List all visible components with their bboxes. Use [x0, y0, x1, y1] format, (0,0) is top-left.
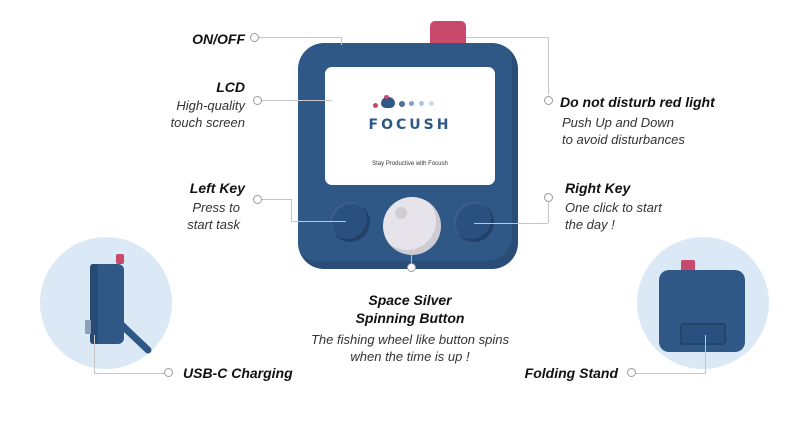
- left-key-dot: [253, 195, 262, 204]
- usbc-line-v: [94, 335, 95, 373]
- usbc-dot: [164, 368, 173, 377]
- spinning-dot: [407, 263, 416, 272]
- lcd-title: LCD: [216, 79, 245, 95]
- left-key-title: Left Key: [189, 180, 245, 196]
- on-off-title: ON/OFF: [192, 31, 245, 47]
- dnd-desc-2: to avoid disturbances: [562, 132, 685, 147]
- on-off-dot: [250, 33, 259, 42]
- right-key-desc-1: One click to start: [565, 200, 662, 215]
- spinning-desc-1: The fishing wheel like button spins: [310, 332, 509, 347]
- lcd-dot: [253, 96, 262, 105]
- left-key-desc-1: Press to: [192, 200, 240, 215]
- usbc-title: USB-C Charging: [183, 365, 293, 381]
- logo-mark-icon: [373, 95, 463, 111]
- spinning-button-nub: [395, 207, 407, 219]
- usbc-line: [94, 373, 164, 374]
- right-key-desc-2: the day !: [565, 217, 615, 232]
- left-key-desc-2: start task: [187, 217, 240, 232]
- left-key-line-v: [291, 199, 292, 221]
- on-off-line: [259, 37, 341, 38]
- right-key-line: [474, 223, 548, 224]
- right-key: [454, 202, 494, 242]
- lcd-desc-1: High-quality: [176, 98, 245, 113]
- spinning-title-2: Spinning Button: [355, 310, 465, 326]
- stand-dot: [627, 368, 636, 377]
- dnd-line: [466, 37, 549, 38]
- screen-tagline: Stay Productive with Focush: [372, 161, 448, 167]
- stand-line-v: [705, 335, 706, 373]
- brand-logo: FOCUSH: [368, 117, 452, 133]
- lcd-line: [262, 100, 332, 101]
- spinning-desc-2: when the time is up !: [350, 349, 470, 364]
- stand-line: [636, 373, 706, 374]
- spinning-title-1: Space Silver: [368, 292, 452, 308]
- right-key-line-v: [548, 202, 549, 223]
- dnd-desc-1: Push Up and Down: [562, 115, 675, 130]
- dnd-dot: [544, 96, 553, 105]
- left-key-line: [262, 199, 292, 200]
- dnd-line-v: [548, 37, 549, 95]
- side-view-device-icon: [85, 254, 152, 354]
- lcd-desc-2: touch screen: [170, 115, 245, 130]
- lcd-screen: [325, 67, 495, 185]
- left-key: [330, 202, 370, 242]
- right-key-title: Right Key: [565, 180, 631, 196]
- back-view-device-icon: [659, 260, 745, 352]
- left-key-line-2: [291, 221, 346, 222]
- stand-title: Folding Stand: [524, 365, 618, 381]
- spinning-button: [383, 197, 441, 255]
- right-key-dot: [544, 193, 553, 202]
- dnd-title: Do not disturb red light: [560, 94, 715, 110]
- on-off-line-v: [341, 37, 342, 45]
- spinning-line: [411, 252, 412, 263]
